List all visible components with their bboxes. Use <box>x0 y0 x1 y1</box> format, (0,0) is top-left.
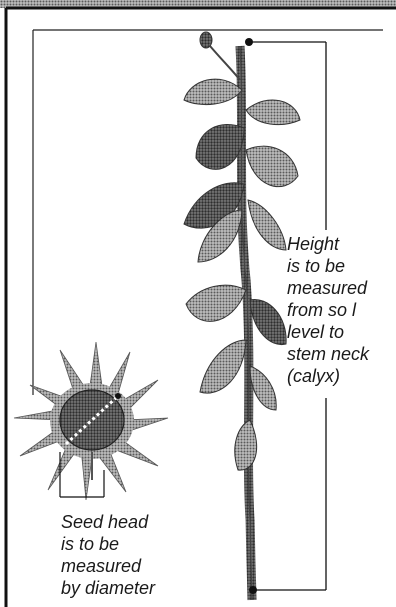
height-note-line: stem neck <box>287 343 369 365</box>
height-note-line: Height <box>287 233 369 255</box>
diameter-marker <box>115 393 121 399</box>
seed-note-line: measured <box>61 555 155 577</box>
height-note-line: measured <box>287 277 369 299</box>
height-note-line: is to be <box>287 255 369 277</box>
seed-note-line: Seed head <box>61 511 155 533</box>
leaf <box>200 340 246 393</box>
flower-bud <box>200 32 212 48</box>
height-note-line: level to <box>287 321 369 343</box>
leaf <box>250 366 276 410</box>
leaf <box>184 79 242 104</box>
leaf <box>235 420 257 470</box>
leaf <box>196 125 244 170</box>
seed-note-line: by diameter <box>61 577 155 599</box>
leaf <box>246 100 300 125</box>
height-note: Height is to be measured from so l level… <box>287 233 369 387</box>
seed-head-note: Seed head is to be measured by diameter <box>61 511 155 599</box>
height-note-line: from so l <box>287 299 369 321</box>
leaf <box>248 200 286 250</box>
seed-note-line: is to be <box>61 533 155 555</box>
leaf <box>246 146 298 186</box>
height-note-line: (calyx) <box>287 365 369 387</box>
leaf <box>250 299 286 344</box>
leaf <box>186 285 246 321</box>
